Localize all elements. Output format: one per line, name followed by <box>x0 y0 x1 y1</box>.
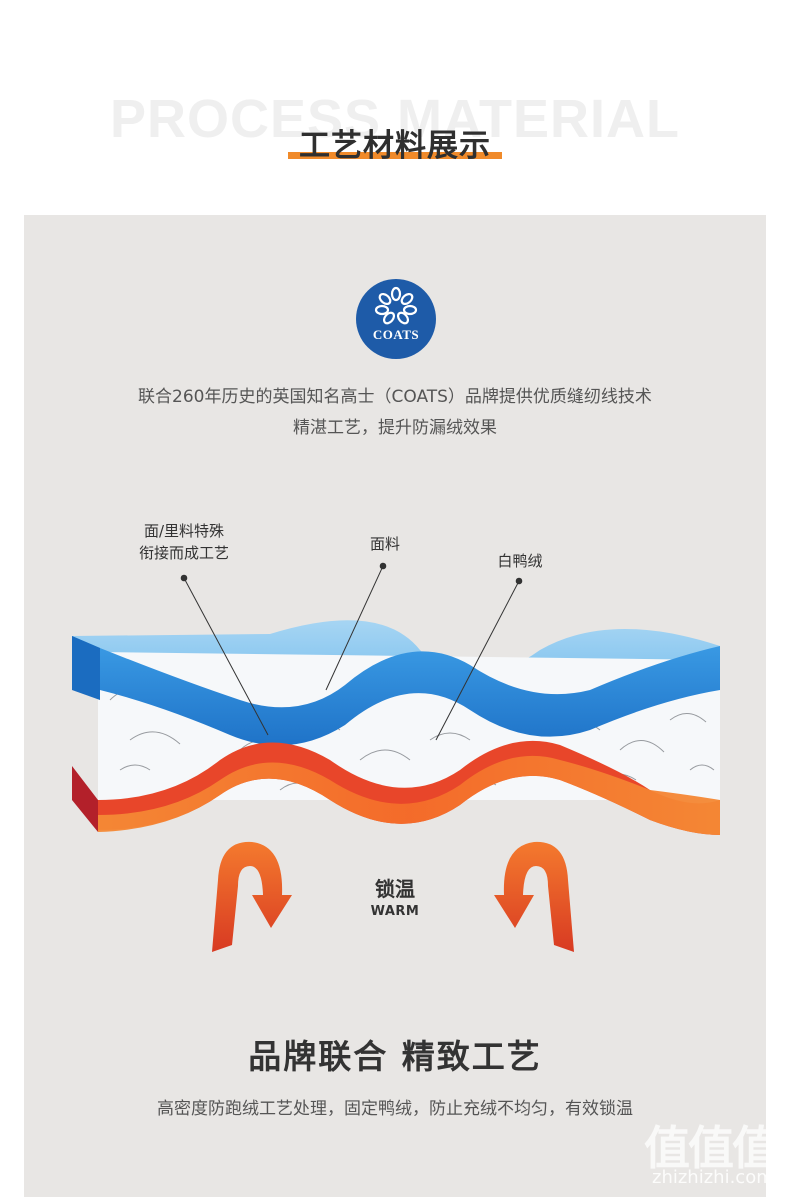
coats-logo-text: COATS <box>372 327 420 342</box>
slogan-description: 高密度防跑绒工艺处理，固定鸭绒，防止充绒不均匀，有效锁温 <box>157 1099 633 1119</box>
watermark-text: 值值值 <box>644 1121 778 1175</box>
shell-side <box>72 636 100 700</box>
watermark-url: zhizhizhi.com <box>652 1167 774 1188</box>
pointer-lines <box>180 562 523 741</box>
coats-logo: COATS <box>356 279 436 359</box>
lining-orange-band <box>98 755 720 835</box>
label-seam-process: 面/里料特殊 衔接而成工艺 <box>122 520 246 564</box>
page-title: 工艺材料展示 <box>299 128 491 164</box>
intro-line-1: 联合260年历史的英国知名高士（COATS）品牌提供优质缝纫线技术 <box>138 387 652 407</box>
shell-fabric-band <box>72 636 720 746</box>
warm-label-en: WARM <box>370 904 420 919</box>
chain-icon <box>374 286 418 325</box>
warm-label-cn: 锁温 <box>375 877 415 901</box>
background-title: PROCESS MATERIAL <box>109 89 681 149</box>
label-seam-line-1: 面/里料特殊 <box>143 522 225 540</box>
label-shell-fabric: 面料 <box>369 535 400 553</box>
label-white-duck-down: 白鸭绒 <box>497 552 543 570</box>
warm-arrow-left <box>212 841 292 952</box>
warm-arrow-right <box>494 841 574 952</box>
lining-side <box>72 766 98 832</box>
slogan-title: 品牌联合 精致工艺 <box>248 1037 542 1076</box>
intro-line-2: 精湛工艺，提升防漏绒效果 <box>293 418 497 438</box>
title-underline <box>288 152 502 159</box>
label-seam-line-2: 衔接而成工艺 <box>138 544 229 562</box>
